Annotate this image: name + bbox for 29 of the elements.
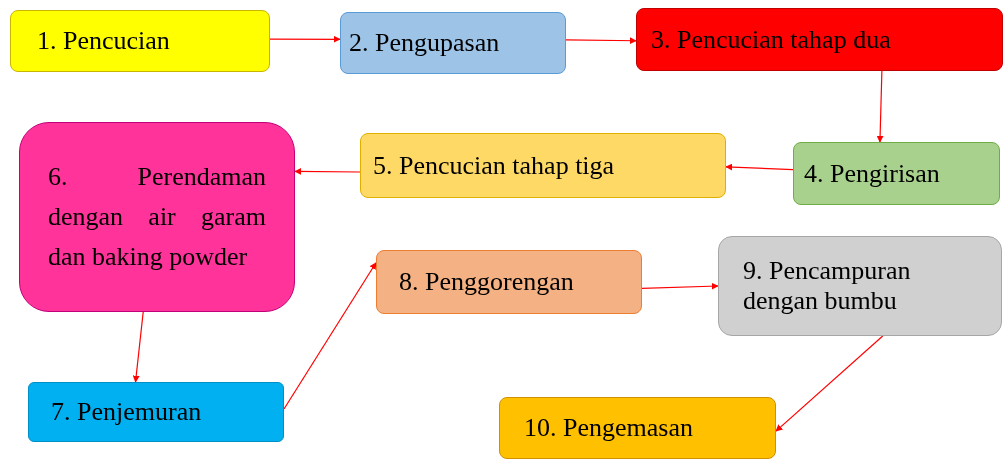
- process-box: [636, 8, 1003, 71]
- arrow: [641, 282, 719, 290]
- process-box: [10, 10, 270, 72]
- process-box: [340, 12, 566, 74]
- step-label: 3. Pencucian tahap dua: [651, 24, 891, 55]
- arrow: [269, 35, 341, 43]
- step-label: 7. Penjemuran: [51, 397, 202, 427]
- arrow: [725, 163, 794, 171]
- step-label: 5. Pencucian tahap tiga: [373, 150, 615, 181]
- arrow: [565, 37, 637, 45]
- arrow: [876, 70, 884, 143]
- arrow: [294, 167, 361, 175]
- process-box: [360, 133, 726, 198]
- step-label: 8. Penggorengan: [399, 267, 574, 297]
- process-box: [376, 250, 642, 314]
- arrow: [283, 262, 377, 410]
- process-box: [793, 142, 1000, 205]
- arrow: [132, 311, 144, 383]
- step-label: 4. Pengirisan: [804, 158, 940, 189]
- step-label: 10. Pengemasan: [524, 413, 693, 443]
- step-label: 9. Pencampuran dengan bumbu: [743, 256, 912, 316]
- process-box: [718, 236, 1002, 336]
- step-label: 2. Pengupasan: [349, 28, 500, 58]
- step-label: 6. Perendaman dengan air garam dan baking powder: [48, 160, 266, 274]
- process-box: [499, 397, 776, 459]
- process-box: [28, 382, 284, 442]
- step-label: 1. Pencucian: [37, 26, 170, 56]
- arrow: [775, 335, 884, 432]
- process-box: [19, 122, 295, 312]
